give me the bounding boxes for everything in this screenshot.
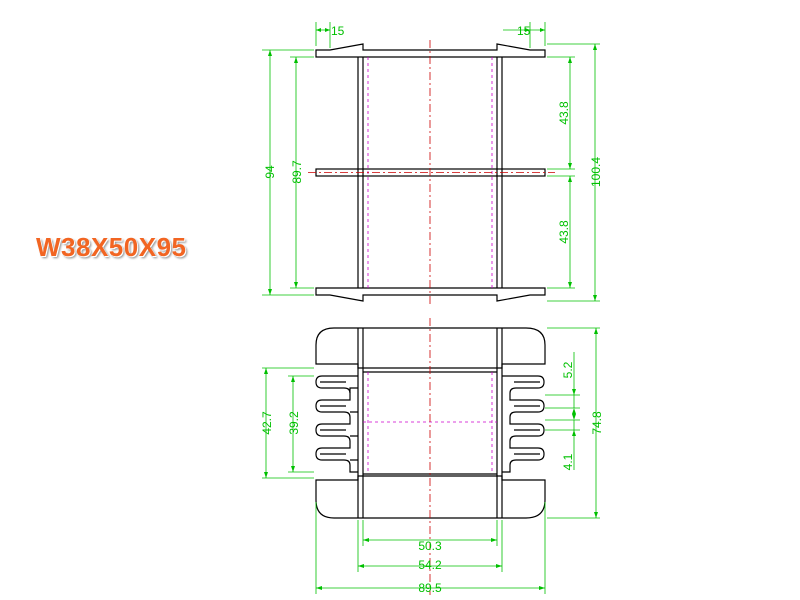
dim-slot-width: 4.1: [561, 453, 575, 470]
dim-flange-right: 15: [517, 24, 531, 38]
dim-overall-height: 94: [263, 165, 277, 179]
dim-inner-height: 89.7: [290, 160, 304, 184]
dim-total-depth: 74.8: [590, 411, 604, 435]
dim-outer-width: 54.2: [418, 558, 442, 572]
top-view: 42.7 39.2 5.2 4.1 74.8 50: [260, 318, 604, 595]
dim-total-width: 89.5: [418, 581, 442, 595]
dim-lower-section: 43.8: [557, 220, 571, 244]
dim-pin-span-outer: 42.7: [260, 411, 274, 435]
right-pins: [502, 375, 545, 473]
dim-total-height: 100.4: [589, 157, 603, 187]
dim-flange-left: 15: [331, 24, 345, 38]
top-view-lower-lobe: [315, 475, 546, 519]
top-flange: [315, 43, 546, 58]
left-pins: [315, 375, 358, 473]
dim-slot-pitch: 5.2: [561, 361, 575, 378]
dim-pin-span-inner: 39.2: [287, 411, 301, 435]
dim-upper-section: 43.8: [557, 101, 571, 125]
bottom-flange: [315, 287, 546, 302]
top-view-upper-lobe: [315, 327, 546, 369]
model-title: W38X50X95: [36, 232, 187, 262]
front-view: 15 15 94 89.7 43.8 43.8: [262, 22, 603, 305]
dim-inner-width: 50.3: [418, 539, 442, 553]
middle-flange: [315, 168, 546, 177]
